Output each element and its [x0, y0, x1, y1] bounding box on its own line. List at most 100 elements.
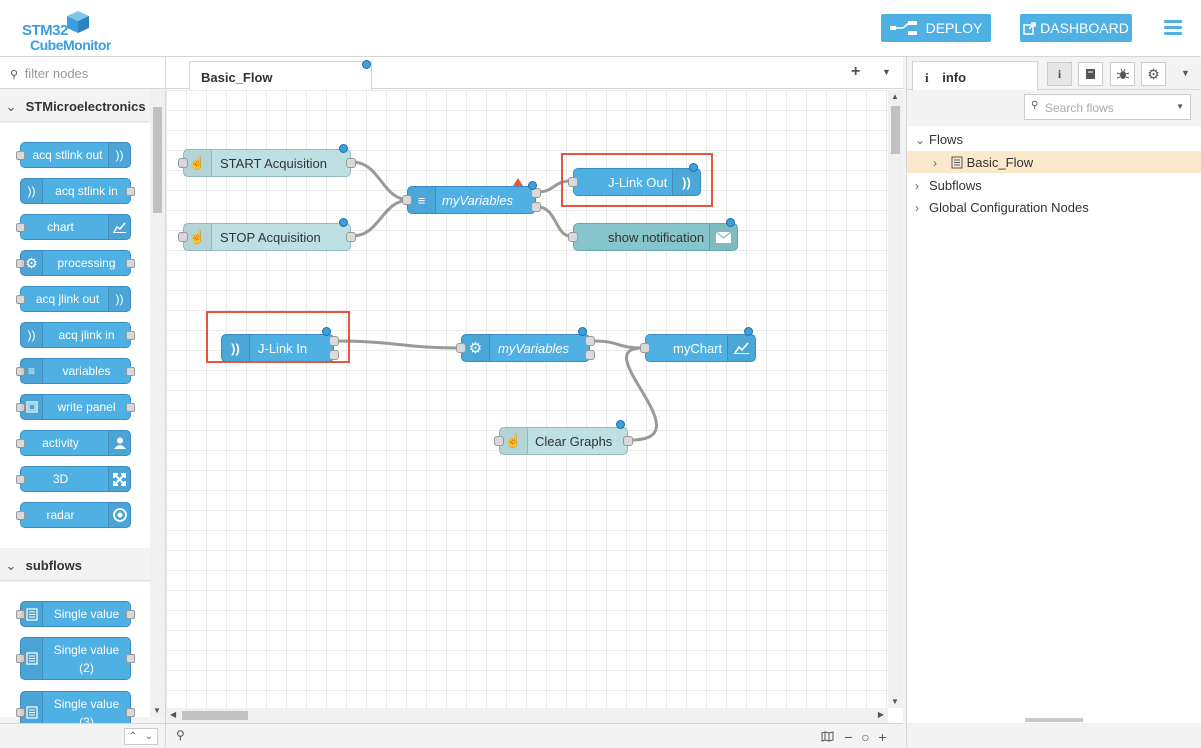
deploy-button[interactable]: DEPLOY	[881, 14, 991, 42]
sidebar-menu-dropdown-icon[interactable]: ▼	[1181, 68, 1190, 78]
sidebar-resize-handle[interactable]	[907, 715, 1201, 723]
filter-nodes-placeholder: filter nodes	[24, 66, 89, 81]
tab-basic-flow[interactable]: Basic_Flow	[189, 60, 372, 90]
node-palette: ⚲ filter nodes ⌄ STMicroelectronics acq …	[0, 57, 166, 748]
canvas-vertical-scrollbar[interactable]: ▲ ▼	[888, 90, 903, 708]
cube-logo-icon	[67, 11, 89, 33]
subflow-icon	[21, 602, 43, 626]
chevron-down-icon: ⌄	[5, 558, 17, 573]
node-show-notification[interactable]: show notification	[568, 218, 738, 251]
palette-node-write-panel[interactable]: write panel	[16, 394, 135, 420]
gear-icon: ⚙	[21, 251, 43, 275]
tree-item-subflows[interactable]: ›Subflows	[915, 178, 982, 193]
palette-node-acq-jlink-in[interactable]: )) acq jlink in	[20, 322, 135, 348]
palette-node-3d[interactable]: 3D	[16, 466, 131, 492]
node-clear-graphs[interactable]: ☝ Clear Graphs	[494, 420, 633, 455]
palette-category-subflows[interactable]: ⌄ subflows	[0, 549, 150, 581]
palette-scrollbar-thumb[interactable]	[153, 107, 162, 213]
flow-list-dropdown-icon[interactable]: ▼	[882, 67, 891, 77]
navigator-map-icon[interactable]	[819, 728, 836, 745]
tree-item-global-config[interactable]: ›Global Configuration Nodes	[915, 200, 1089, 215]
palette-node-acq-stlink-out[interactable]: acq stlink out ))	[16, 142, 131, 168]
canvas-horizontal-scrollbar[interactable]: ◀ ▶	[166, 708, 888, 723]
node-start-acquisition[interactable]: ☝ START Acquisition	[178, 144, 356, 177]
logo-text-cubemonitor: CubeMonitor	[30, 37, 111, 53]
user-icon	[108, 431, 130, 455]
wireless-icon: ))	[21, 323, 43, 347]
inject-hand-icon: ☝	[184, 150, 212, 176]
palette-node-radar[interactable]: radar	[16, 502, 131, 528]
tree-item-basic-flow[interactable]: › Basic_Flow	[907, 151, 1201, 173]
tab-changed-indicator	[362, 60, 371, 69]
palette-category-content: acq stlink out )) )) acq stlink in chart…	[0, 123, 150, 548]
sidebar-body: ⚲ Search flows ▼ ⌄Flows › Basic_Flow ›Su…	[907, 90, 1201, 748]
node-stop-acquisition[interactable]: ☝ STOP Acquisition	[178, 218, 356, 251]
chart-icon	[108, 215, 130, 239]
flow-icon	[951, 156, 963, 169]
scroll-down-arrow-icon[interactable]: ▼	[891, 697, 899, 706]
add-flow-icon[interactable]: +	[851, 63, 861, 80]
scroll-up-arrow-icon[interactable]: ▲	[891, 92, 899, 101]
info-icon: i	[925, 70, 929, 85]
debug-bug-icon[interactable]	[1110, 62, 1135, 86]
tree-item-flows[interactable]: ⌄Flows	[915, 132, 963, 147]
header-bar: STM32 CubeMonitor DEPLOY DASHBOARD	[0, 0, 1200, 57]
target-icon	[108, 503, 130, 527]
stm32-cubemonitor-logo: STM32 CubeMonitor	[20, 8, 120, 53]
subflow-icon	[21, 692, 43, 733]
collapse-all-icon[interactable]: ⌃	[128, 731, 138, 742]
wireless-icon: ))	[21, 179, 43, 203]
wireless-icon: ))	[672, 169, 700, 195]
expand-all-icon[interactable]: ⌄	[144, 731, 154, 742]
zoom-reset-icon[interactable]: ○	[861, 728, 870, 745]
scroll-right-arrow-icon[interactable]: ▶	[877, 710, 884, 719]
expand-icon	[108, 467, 130, 491]
node-myvariables-1[interactable]: ≡ myVariables	[402, 178, 541, 214]
palette-node-acq-stlink-in[interactable]: )) acq stlink in	[20, 178, 135, 204]
palette-scrollbar[interactable]: ▼	[150, 89, 165, 717]
wireless-icon: ))	[108, 143, 130, 167]
filter-nodes-input[interactable]: ⚲ filter nodes	[0, 57, 165, 89]
palette-node-activity[interactable]: activity	[16, 430, 131, 456]
sidebar-splitter[interactable]	[903, 57, 906, 748]
node-myvariables-2[interactable]: ⚙ myVariables	[456, 327, 595, 362]
dashboard-label: DASHBOARD	[1040, 20, 1129, 36]
flow-canvas[interactable]: ☝ START Acquisition ☝ STOP Acquisition ≡…	[166, 90, 888, 708]
palette-node-single-value-2[interactable]: Single value (2)	[16, 637, 135, 680]
deploy-label: DEPLOY	[925, 20, 983, 36]
palette-node-acq-jlink-out[interactable]: acq jlink out ))	[16, 286, 131, 312]
warning-triangle-icon	[513, 178, 523, 186]
node-mychart[interactable]: myChart	[640, 327, 756, 362]
palette-node-single-value[interactable]: Single value	[16, 601, 135, 627]
zoom-out-icon[interactable]: −	[844, 728, 853, 745]
flow-tree: ⌄Flows › Basic_Flow ›Subflows ›Global Co…	[907, 126, 1201, 715]
panel-icon	[21, 395, 43, 419]
scroll-left-arrow-icon[interactable]: ◀	[170, 710, 177, 719]
help-book-icon[interactable]	[1078, 62, 1103, 86]
palette-category-stmicroelectronics[interactable]: ⌄ STMicroelectronics	[0, 90, 150, 122]
palette-node-processing[interactable]: ⚙ processing	[16, 250, 135, 276]
list-icon: ≡	[21, 359, 43, 383]
chevron-down-icon: ▼	[1176, 102, 1184, 111]
logo-text-stm32: STM32	[22, 22, 68, 39]
wire-layer	[335, 160, 658, 442]
dashboard-button[interactable]: DASHBOARD	[1020, 14, 1132, 42]
search-icon[interactable]: ⚲	[176, 728, 185, 742]
external-link-icon	[1023, 21, 1036, 35]
collapse-expand-buttons[interactable]: ⌃⌄	[124, 728, 158, 745]
main-menu-icon[interactable]	[1164, 20, 1182, 36]
search-flows-input[interactable]: ⚲ Search flows ▼	[1024, 94, 1191, 120]
palette-node-variables[interactable]: ≡ variables	[16, 358, 135, 384]
zoom-in-icon[interactable]: +	[878, 728, 887, 745]
palette-node-chart[interactable]: chart	[16, 214, 131, 240]
deploy-icon	[889, 21, 917, 35]
tab-info[interactable]: i info	[912, 61, 1038, 91]
workspace-tab-bar: Basic_Flow + ▼	[166, 57, 903, 90]
scroll-down-arrow-icon[interactable]: ▼	[153, 706, 161, 715]
config-gear-icon[interactable]: ⚙	[1141, 62, 1166, 86]
info-sidebar: i info i ⚙ ▼ ⚲ Search flows ▼ ⌄Flows	[906, 57, 1201, 748]
canvas-horizontal-scrollbar-thumb[interactable]	[182, 711, 248, 720]
info-tab-icon[interactable]: i	[1047, 62, 1072, 86]
canvas-vertical-scrollbar-thumb[interactable]	[891, 106, 900, 154]
node-jlink-out[interactable]: J-Link Out ))	[568, 163, 701, 196]
